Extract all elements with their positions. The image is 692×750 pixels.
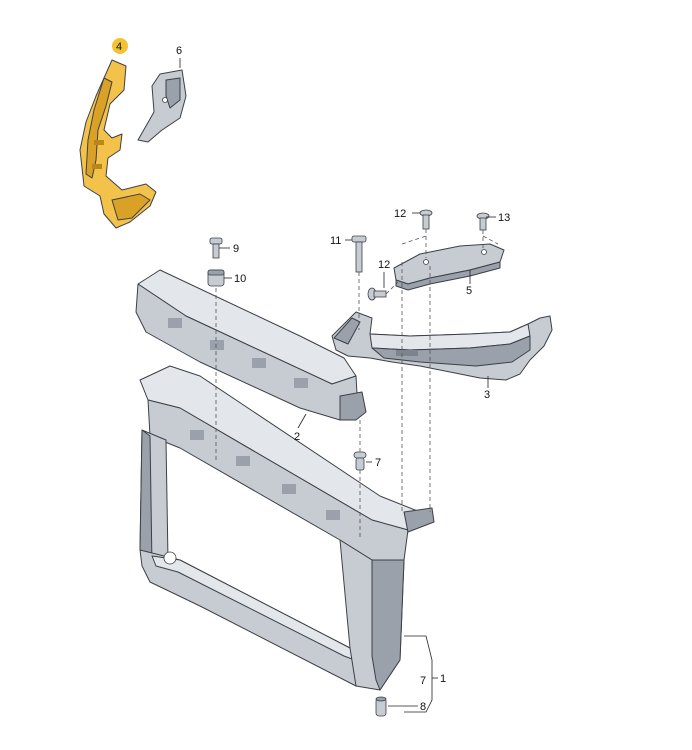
callout-labels: 4 6 9 10 11 12 13 12 5 3 2 7 7 1 8 [112,38,510,713]
part-5-hole-1 [423,259,429,265]
part-7-middle-pin[interactable] [353,451,367,471]
part-6-flange [165,77,181,109]
part-10-grommet[interactable] [207,269,225,287]
part-8-top [375,696,387,702]
part-6-hole [162,97,168,103]
part-2-pocket-1 [168,318,182,328]
part-4-slot-2 [92,164,102,169]
callout-9: 9 [233,243,239,255]
callout-7-middle: 7 [375,457,381,469]
callout-5: 5 [466,285,472,297]
part-11-head [351,235,367,243]
part-1-pocket-3 [282,484,296,494]
part-1-left-hole [163,551,177,565]
callout-12-lower: 12 [378,259,390,271]
callout-6: 6 [176,45,182,57]
part-6-bracket[interactable] [137,69,187,143]
callout-11: 11 [330,235,341,247]
part-10-top [207,269,225,276]
part-4-foot [111,193,151,221]
part-1-pocket-2 [236,456,250,466]
leader-lines [179,58,496,713]
part-12-upper-screw[interactable] [419,209,433,230]
part-1-front-carrier[interactable] [139,365,435,691]
callout-13: 13 [498,212,510,224]
part-5-hole-2 [481,249,487,255]
callout-7-lower: 7 [420,675,426,687]
part-3-carrier-bracket[interactable] [331,311,553,381]
callout-4: 4 [116,41,122,53]
part-3-slot [396,350,418,356]
part-1-right-mount-tab [403,507,435,533]
part-8-pin[interactable] [375,696,387,717]
part-2-end-bracket [339,391,367,421]
part-5-rim [395,261,501,291]
callout-4-badge [112,38,128,54]
callout-10: 10 [234,273,246,285]
part-7-middle-shank [355,457,365,471]
part-1-right-pillar-side [371,559,405,691]
part-4-slot-1 [94,140,104,145]
part-9-head [209,237,223,245]
part-2-cross-member[interactable] [135,269,367,421]
callout-2: 2 [294,431,300,443]
callout-1: 1 [440,673,446,685]
part-1-pocket-4 [326,510,340,520]
part-3-left-tab [333,317,361,345]
assembly-dash-lines [215,229,499,540]
part-2-pocket-4 [294,378,308,388]
part-9-shank [212,243,220,259]
part-5-link-plate[interactable] [393,243,505,291]
part-1-left-pillar-side [139,429,153,567]
part-12-lower-shank [373,290,387,298]
part-12-upper-shank [422,214,430,230]
part-13-screw[interactable] [476,212,490,231]
part-11-long-bolt[interactable] [351,235,367,273]
part-9-bolt[interactable] [209,237,223,259]
part-7-middle-head [353,451,367,459]
part-1-upper-beam-front [147,399,409,561]
callout-8: 8 [420,701,426,713]
part-2-pocket-3 [252,358,266,368]
part-1-pocket-1 [190,430,204,440]
part-13-shank [479,217,487,231]
part-1-lower-beam-top [151,555,373,663]
callout-3: 3 [484,389,490,401]
part-4-bracket-highlighted[interactable] [79,59,157,229]
callout-12-upper: 12 [394,208,406,220]
part-12-lower-screw[interactable] [367,287,387,301]
part-3-front-face [371,335,531,367]
part-11-shank [355,241,363,273]
part-2-pocket-2 [210,340,224,350]
